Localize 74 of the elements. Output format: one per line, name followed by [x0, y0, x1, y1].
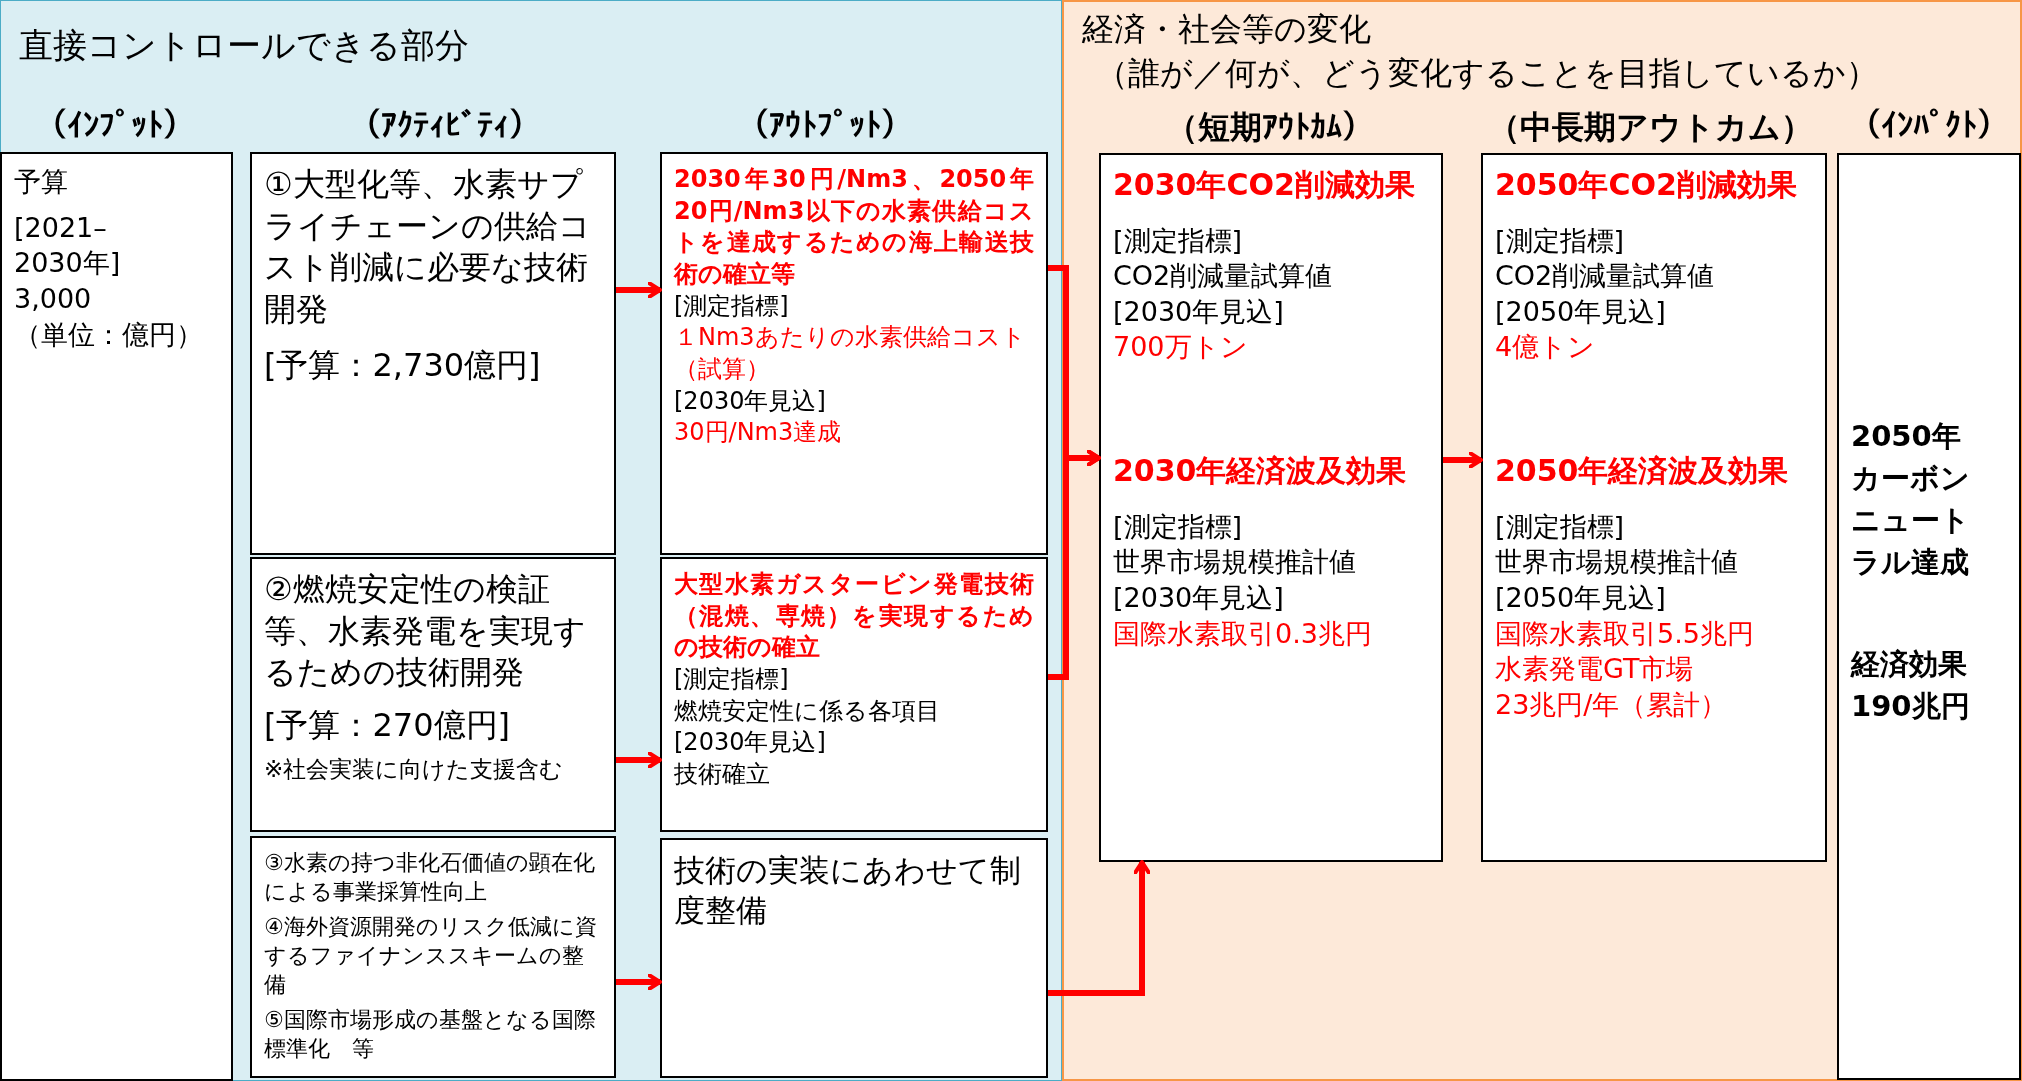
- column-header: （ｱｸﾃｨﾋﾞﾃｨ）: [348, 106, 542, 144]
- goal-text: 2030年30円/Nm3、2050年20円/Nm3以下の水素供給コストを達成するための海上輸送技術の確立等: [674, 164, 1034, 290]
- section-panel: [1062, 0, 2022, 1081]
- outcome-box: [1481, 153, 1827, 862]
- goal-text: 大型水素ガスタービン発電技術（混焼、専焼）を実現するための技術の確立: [674, 569, 1034, 664]
- indicator-label: [測定指標]: [1495, 223, 1626, 258]
- column-header: （中長期アウトカム）: [1486, 107, 1814, 148]
- target-value: 30円/Nm3達成: [674, 417, 843, 449]
- forecast-label: [2030年見込]: [674, 385, 827, 417]
- arrow: [616, 973, 662, 991]
- unit-text: （単位：億円）: [14, 317, 204, 352]
- forecast-value: 700万トン: [1113, 330, 1249, 365]
- arrow: [616, 281, 662, 299]
- indicator-label: [測定指標]: [674, 664, 790, 695]
- budget-heading: 予算: [14, 165, 69, 199]
- activity-text: ②燃焼安定性の検証等、水素発電を実現するための技術開発: [264, 569, 587, 694]
- forecast-label: [2030年見込]: [1113, 294, 1285, 329]
- activity-text: ①大型化等、水素サプライチェーンの供給コスト削減に必要な技術開発: [264, 164, 592, 330]
- indicator-text: １Nm3あたりの水素供給コスト（試算）: [674, 322, 1027, 386]
- forecast-label: [2030年見込]: [674, 727, 827, 759]
- forecast-value: 水素発電GT市場: [1495, 652, 1695, 687]
- indicator-text: CO2削減量試算値: [1495, 259, 1716, 294]
- panel-heading: 経済・社会等の変化: [1082, 9, 1372, 50]
- forecast-value: 国際水素取引5.5兆円: [1495, 616, 1755, 651]
- forecast-label: [2050年見込]: [1495, 580, 1667, 615]
- activity-box: [250, 836, 616, 1078]
- impact-box: [1837, 153, 2021, 1080]
- column-header: （短期ｱｳﾄｶﾑ）: [1165, 107, 1375, 148]
- indicator-text: CO2削減量試算値: [1113, 259, 1334, 294]
- effect-title: 2030年CO2削減効果: [1113, 166, 1416, 204]
- activity-box: [250, 557, 616, 832]
- budget-text: [予算：270億円]: [264, 704, 512, 746]
- effect-title: 2050年経済波及効果: [1495, 452, 1790, 491]
- forecast-label: [2050年見込]: [1495, 294, 1667, 329]
- target-value: 技術確立: [674, 759, 771, 791]
- forecast-value: 国際水素取引0.3兆円: [1113, 616, 1373, 651]
- input-box: [0, 152, 233, 1081]
- indicator-text: 世界市場規模推計値: [1113, 545, 1357, 580]
- indicator-label: [測定指標]: [1113, 509, 1244, 544]
- output-box: [660, 557, 1048, 832]
- indicator-text: 世界市場規模推計値: [1495, 545, 1739, 580]
- activity-text: ⑤国際市場形成の基盤となる国際標準化 等: [264, 1006, 597, 1064]
- impact-text: 2050年カーボンニュートラル達成: [1851, 418, 1971, 582]
- period-text: [2021–2030年]: [14, 210, 122, 281]
- output-box: [660, 152, 1048, 555]
- indicator-label: [測定指標]: [1495, 509, 1626, 544]
- indicator-label: [測定指標]: [1113, 223, 1244, 258]
- effect-title: 2050年CO2削減効果: [1495, 166, 1798, 204]
- impact-text: 経済効果 190兆円: [1851, 646, 1971, 726]
- output-text: 技術の実装にあわせて制度整備: [674, 851, 1022, 931]
- indicator-text: 燃焼安定性に係る各項目: [674, 695, 941, 727]
- forecast-value: 4億トン: [1495, 330, 1597, 365]
- note-text: ※社会実装に向けた支援含む: [264, 755, 565, 784]
- arrow: [1048, 860, 1151, 996]
- section-panel: [0, 0, 1062, 1081]
- activity-text: ④海外資源開発のリスク低減に資するファイナンススキームの整備: [264, 913, 598, 1000]
- arrow: [616, 751, 662, 769]
- column-header: （ｱｳﾄﾌﾟｯﾄ）: [736, 106, 914, 144]
- activity-text: ③水素の持つ非化石価値の顕在化による事業採算性向上: [264, 849, 596, 907]
- budget-text: [予算：2,730億円]: [264, 345, 542, 387]
- outcome-box: [1099, 153, 1443, 862]
- effect-title: 2030年経済波及効果: [1113, 452, 1408, 491]
- arrow: [1048, 449, 1101, 680]
- panel-heading: （誰が／何が、どう変化することを目指しているか）: [1096, 53, 1879, 94]
- forecast-label: [2030年見込]: [1113, 580, 1285, 615]
- column-header: （ｲﾝﾌﾟｯﾄ）: [34, 106, 196, 144]
- output-box: [660, 838, 1048, 1078]
- indicator-label: [測定指標]: [674, 290, 790, 322]
- arrow: [1443, 451, 1483, 469]
- activity-box: [250, 152, 616, 555]
- amount-text: 3,000: [14, 281, 93, 316]
- forecast-value: 23兆円/年（累計）: [1495, 687, 1729, 722]
- column-header: （ｲﾝﾊﾟｸﾄ）: [1848, 106, 2010, 144]
- panel-heading: 直接コントロールできる部分: [19, 24, 470, 67]
